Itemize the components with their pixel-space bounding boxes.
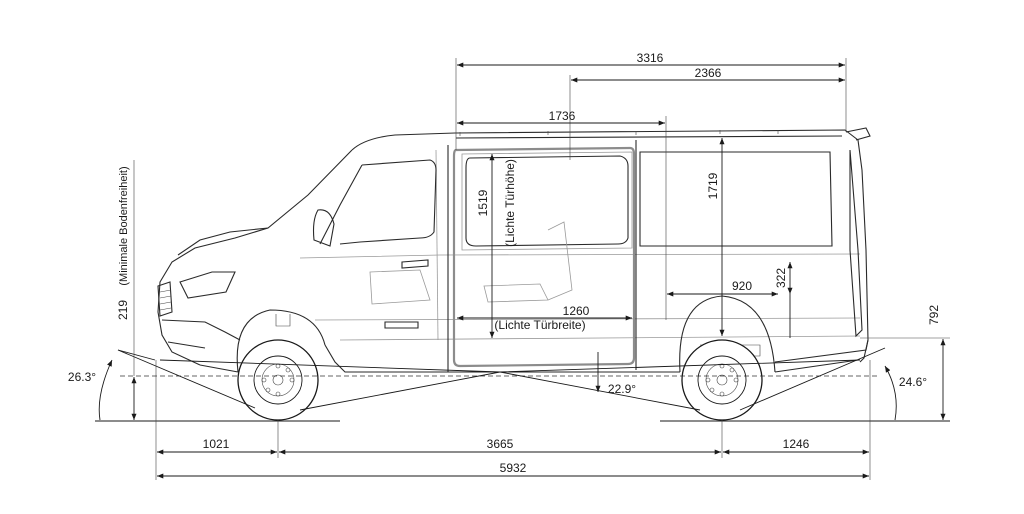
dim-rear-overhang: 1246 [783,437,810,451]
dimension-lines [98,58,950,480]
dim-departure-angle: 24.6° [899,375,927,389]
dim-door-height: 1519 [476,189,490,216]
dim-interior-height: 1719 [706,172,720,199]
dim-wheel-arch-width: 920 [732,279,752,293]
dim-load-length-partial: 2366 [695,66,722,80]
rear-wheel [681,339,763,421]
dim-approach-angle: 26.3° [68,370,96,384]
dim-breakover-angle: 22.9° [608,382,636,396]
dim-wheelbase: 3665 [487,437,514,451]
dim-ground-clearance-label: (Minimale Bodenfreiheit) [118,166,130,285]
dim-load-length: 3316 [637,51,664,65]
dim-front-overhang: 1021 [203,437,230,451]
dim-arch-height: 322 [774,268,788,288]
ground-reference-lines [95,347,950,422]
front-wheel [237,339,319,421]
dim-total-length: 5932 [500,461,527,475]
dim-door-height-label: (Lichte Türhöhe) [503,159,517,247]
dim-door-width: 1260 [563,304,590,318]
dim-load-sill-height: 792 [927,305,941,325]
dim-door-width-label: (Lichte Türbreite) [494,318,585,332]
dim-door-height-ext: 1736 [549,109,576,123]
dim-ground-clearance: 219 [116,300,130,320]
